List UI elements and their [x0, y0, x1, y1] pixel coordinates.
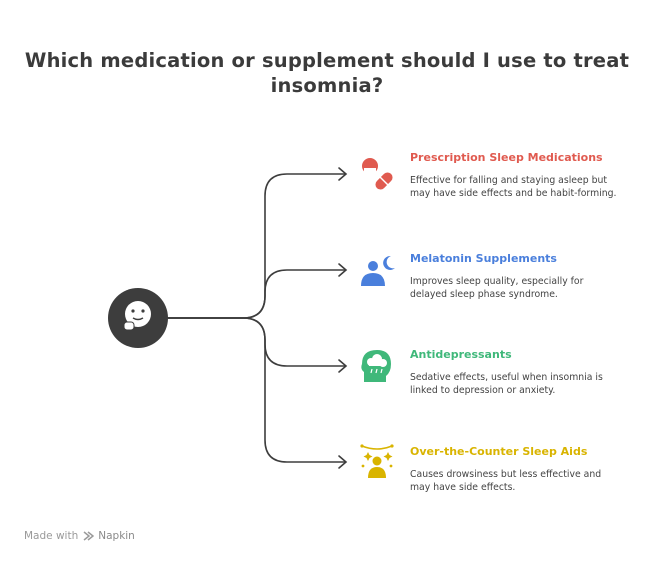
option-title: Over-the-Counter Sleep Aids [410, 445, 588, 458]
option-title: Prescription Sleep Medications [410, 151, 603, 164]
option-description: Effective for falling and staying asleep… [410, 175, 617, 199]
option-description: Sedative effects, useful when insomnia i… [410, 372, 603, 396]
head-cloud-icon [361, 350, 391, 382]
connector-3 [167, 317, 346, 367]
arrowhead-4 [338, 455, 348, 469]
connector-4 [167, 317, 346, 463]
option-title: Antidepressants [410, 348, 512, 361]
connector-1 [167, 173, 346, 319]
option-description: Causes drowsiness but less effective and… [410, 469, 602, 493]
option-prescription-sleep-medications: Prescription Sleep Medications Effective… [410, 151, 620, 200]
option-otc-sleep-aids: Over-the-Counter Sleep Aids Causes drows… [410, 445, 620, 494]
person-moon-icon [361, 255, 395, 286]
option-title: Melatonin Supplements [410, 252, 557, 265]
option-melatonin-supplements: Melatonin Supplements Improves sleep qua… [410, 252, 620, 301]
arrowhead-2 [338, 263, 348, 277]
arrowhead-1 [338, 167, 348, 181]
option-antidepressants: Antidepressants Sedative effects, useful… [410, 348, 620, 397]
brand-label: Napkin [98, 530, 135, 542]
page-title: Which medication or supplement should I … [24, 49, 630, 97]
napkin-logo-icon [83, 531, 95, 541]
thinking-face-icon [108, 288, 168, 348]
footer: Made with Napkin [24, 530, 135, 542]
arrowhead-3 [338, 359, 348, 373]
person-stars-icon [360, 444, 394, 478]
pills-icon [362, 158, 393, 190]
option-description: Improves sleep quality, especially for d… [410, 276, 584, 300]
made-with-label: Made with [24, 530, 79, 542]
connector-2 [167, 269, 346, 319]
